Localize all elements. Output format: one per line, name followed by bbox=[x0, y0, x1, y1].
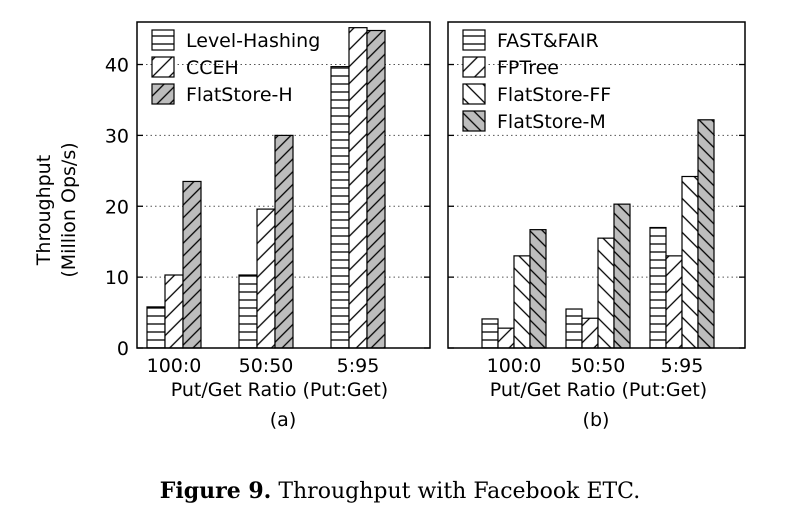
legend-swatch bbox=[462, 56, 486, 78]
x-tick-label: 50:50 bbox=[571, 355, 626, 377]
legend-label: FPTree bbox=[497, 57, 559, 79]
bar-flatstore-h-1 bbox=[274, 134, 294, 349]
bar-fptree-2 bbox=[665, 255, 683, 349]
bar-flatstore-ff-0 bbox=[513, 255, 531, 349]
bar-flatstore-h-2 bbox=[366, 29, 386, 349]
figure-caption: Figure 9. Throughput with Facebook ETC. bbox=[160, 478, 640, 504]
bar-flatstore-m-2 bbox=[697, 119, 715, 349]
bar-fast-fair-1 bbox=[565, 308, 583, 349]
x-tick-label: 100:0 bbox=[147, 355, 202, 377]
caption-label: Figure 9. bbox=[160, 478, 272, 504]
caption-text: Throughput with Facebook ETC. bbox=[271, 479, 640, 504]
plot-frame bbox=[136, 21, 431, 349]
subcaption-a: (a) bbox=[270, 409, 296, 431]
legend-swatch bbox=[462, 29, 486, 51]
x-tick-label: 50:50 bbox=[239, 355, 294, 377]
legend-label: FAST&FAIR bbox=[497, 30, 599, 52]
legend-swatch bbox=[151, 83, 175, 105]
bar-level-hashing-0 bbox=[146, 306, 166, 349]
y-tick-label: 40 bbox=[105, 55, 129, 77]
bar-fptree-1 bbox=[581, 317, 599, 349]
bar-flatstore-ff-1 bbox=[597, 237, 615, 349]
legend-swatch bbox=[462, 110, 486, 132]
legend-label: FlatStore-M bbox=[497, 111, 606, 133]
y-axis-title-units: (Million Ops/s) bbox=[58, 142, 80, 277]
x-tick-label: 5:95 bbox=[337, 355, 380, 377]
bar-fast-fair-0 bbox=[481, 318, 499, 349]
y-axis-title: Throughput bbox=[33, 155, 55, 266]
legend-label: CCEH bbox=[186, 57, 239, 79]
bar-fptree-0 bbox=[497, 327, 515, 349]
legend-swatch bbox=[151, 29, 175, 51]
x-tick-label: 5:95 bbox=[661, 355, 704, 377]
bar-cceh-0 bbox=[164, 274, 184, 349]
bar-cceh-1 bbox=[256, 208, 276, 349]
bar-flatstore-m-1 bbox=[613, 203, 631, 349]
bar-level-hashing-1 bbox=[238, 274, 258, 349]
y-tick-label: 0 bbox=[117, 338, 129, 360]
subcaption-b: (b) bbox=[583, 409, 610, 431]
legend-label: FlatStore-FF bbox=[497, 84, 611, 106]
legend-label: FlatStore-H bbox=[186, 84, 293, 106]
legend-swatch bbox=[462, 83, 486, 105]
y-tick-label: 20 bbox=[105, 196, 129, 218]
bar-flatstore-ff-2 bbox=[681, 175, 699, 349]
legend-swatch bbox=[151, 56, 175, 78]
y-tick-label: 30 bbox=[105, 125, 129, 147]
bar-level-hashing-2 bbox=[330, 66, 350, 349]
y-tick-label: 10 bbox=[105, 267, 129, 289]
x-axis-title: Put/Get Ratio (Put:Get) bbox=[490, 379, 707, 401]
x-tick-label: 100:0 bbox=[487, 355, 542, 377]
legend-label: Level-Hashing bbox=[186, 30, 320, 52]
bar-fast-fair-2 bbox=[649, 226, 667, 349]
bar-cceh-2 bbox=[348, 27, 368, 349]
x-axis-title: Put/Get Ratio (Put:Get) bbox=[171, 379, 388, 401]
plot-frame bbox=[447, 21, 746, 349]
bar-flatstore-h-0 bbox=[182, 180, 202, 349]
bar-flatstore-m-0 bbox=[529, 229, 547, 349]
